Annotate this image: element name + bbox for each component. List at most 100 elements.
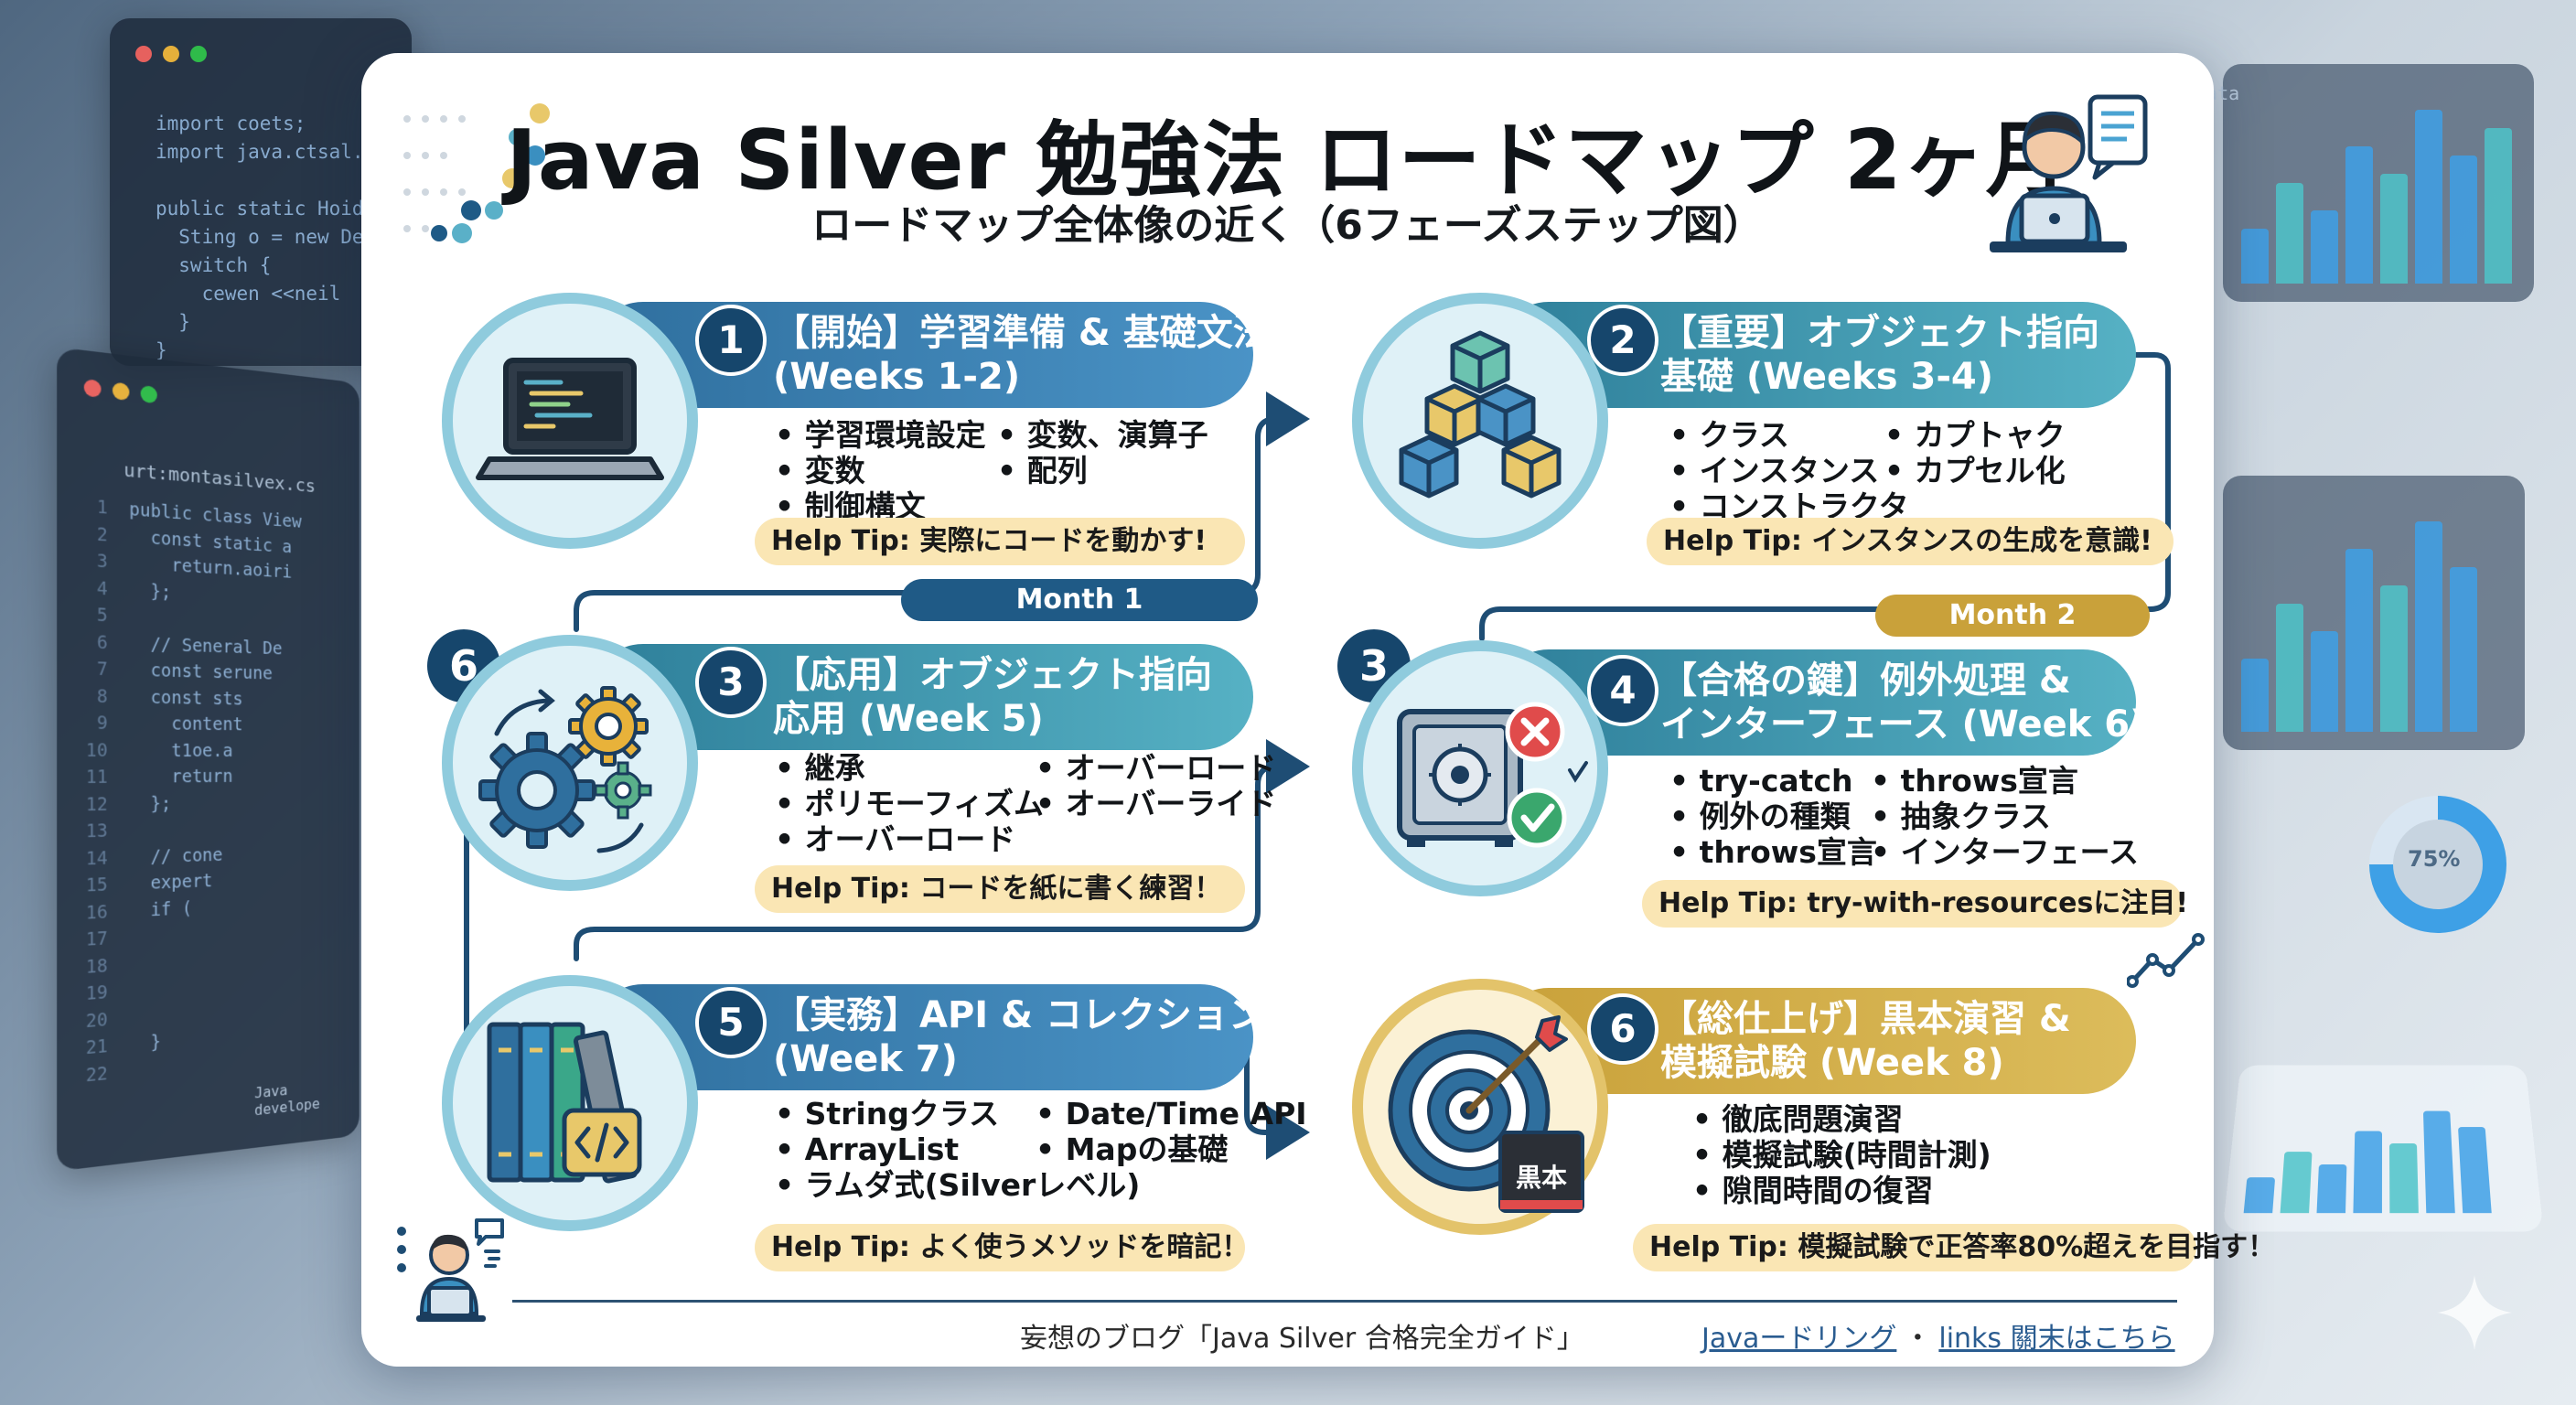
phase-2-help-tip: Help Tip: インスタンスの生成を意識! (1647, 518, 2174, 565)
phase-6-help-tip: Help Tip: 模擬試験で正答率80%超えを目指す！ (1633, 1224, 2275, 1271)
phase-3-list-col2: オーバーロード オーバーライド (1036, 750, 1277, 821)
window-dots (83, 379, 168, 409)
list-item: オーバーロード (1036, 750, 1277, 786)
list-item: クラス (1669, 417, 1909, 453)
footer-divider (512, 1300, 2177, 1303)
sparkle-icon (2437, 1275, 2512, 1350)
bg-donut-text: 75% (2408, 846, 2461, 872)
phase-4-help-tip: Help Tip: try-with-resourcesに注目! (1642, 880, 2188, 928)
month-2-label: Month 2 (1875, 595, 2150, 637)
bg-bar (2380, 174, 2408, 284)
safe-icon (1397, 702, 1588, 848)
phase-4-list-col2: throws宣言 抽象クラス インターフェース (1871, 763, 2139, 870)
list-item: ポリモーフィズム (775, 786, 1044, 821)
list-item: 学習環境設定 (775, 417, 986, 453)
bg-url-label: urt:montasilvex.cs (123, 458, 316, 498)
phase-4-number: 4 (1587, 655, 1658, 726)
bg-editor-laptop: urt:montasilvex.cs 1 public class View 2… (57, 347, 360, 1172)
footer-separator: ・ (1904, 1323, 1932, 1355)
list-item: 継承 (775, 750, 1044, 786)
phase-4-icon-circle (1352, 640, 1608, 896)
bg-code-line: import java.ctsal.co (156, 141, 387, 163)
window-dots (135, 46, 218, 66)
bg-bar (2241, 659, 2269, 732)
month-1-label: Month 1 (901, 579, 1258, 621)
person-laptop-icon (1990, 94, 2148, 252)
bg-bar (2450, 156, 2477, 284)
phase-6-number: 6 (1587, 993, 1658, 1065)
phase-5-list-col2: Date/Time API Mapの基礎 (1036, 1096, 1307, 1167)
bg-bar (2415, 521, 2442, 732)
phase-4-list-col1: try-catch 例外の種類 throws宣言 (1669, 763, 1877, 870)
bg-footer-label: Java develope (254, 1081, 320, 1120)
trend-line-icon (2127, 933, 2205, 988)
phase-1-title: 【開始】学習準備 & 基礎文法(Weeks 1-2) (773, 312, 1270, 398)
phase-5-number: 5 (695, 987, 767, 1058)
list-item: 抽象クラス (1871, 799, 2139, 834)
page-title: Java Silver 勉強法 ロードマップ 2ヶ月 (506, 113, 2069, 209)
list-item: 配列 (997, 453, 1208, 488)
phase-2-title: 【重要】オブジェクト指向基礎 (Weeks 3-4) (1660, 312, 2099, 398)
list-item: ラムダ式(Silverレベル) (775, 1167, 1141, 1203)
phase-3-icon-circle (442, 635, 698, 891)
bg-bar (2458, 1127, 2492, 1214)
footer-links: Javaードリング・links 關末はこちら (1701, 1315, 2175, 1356)
bg-bar (2345, 549, 2373, 732)
phase-6-title: 【総仕上げ】黒本演習 &模擬試験 (Week 8) (1660, 998, 2071, 1084)
list-item: オーバーロード (775, 821, 1044, 857)
phase-1-list-col2: 変数、演算子 配列 (997, 417, 1208, 488)
list-item: Stringクラス (775, 1096, 1140, 1132)
phase-5-icon-circle (442, 975, 698, 1231)
list-item: throws宣言 (1871, 763, 2139, 799)
bg-code-line: switch { (156, 254, 272, 276)
list-item: 隙間時間の復習 (1692, 1173, 1991, 1208)
list-item: try-catch (1669, 763, 1877, 799)
footer-link-drill[interactable]: Javaードリング (1701, 1323, 1897, 1355)
bg-bar (2280, 1152, 2313, 1214)
bg-code-line: 12 }; (85, 792, 172, 815)
bg-code-line: } (156, 339, 167, 361)
phase-1-list-col1: 学習環境設定 変数 制御構文 (775, 417, 986, 524)
phase-6-list-col1: 徹底問題演習 模擬試験(時間計測) 隙間時間の復習 (1692, 1101, 1991, 1208)
bg-code-line: Sting o = new De (156, 226, 364, 248)
footer-blog-credit: 妄想のブログ「Java Silver 合格完全ガイド」 (1020, 1323, 1584, 1355)
phase-6-icon-circle: 黒本 (1352, 979, 1608, 1235)
phase-5-title: 【実務】API & コレクション(Week 7) (773, 994, 1265, 1080)
bg-bar (2276, 183, 2303, 284)
laptop-icon (476, 358, 664, 480)
list-item: カプトャク (1884, 417, 2066, 453)
decorative-dots-icon (403, 103, 550, 243)
list-item: Mapの基礎 (1036, 1132, 1307, 1167)
list-item: インターフェース (1871, 834, 2139, 870)
bg-code-line: } (156, 311, 190, 333)
bg-bar (2353, 1131, 2383, 1214)
bg-bar (2389, 1143, 2419, 1214)
page-subtitle: ロードマップ全体像の近く（6フェーズステップ図） (811, 202, 1764, 249)
bg-chart-panel-mid (2223, 476, 2525, 750)
list-item: 変数 (775, 453, 986, 488)
bg-code-line: public static HoidSe (156, 198, 387, 220)
bg-code-line: 8 const sts (85, 685, 243, 709)
bg-code-line: 9 content (85, 713, 243, 735)
bg-bar (2422, 1110, 2455, 1214)
phase-3-title: 【応用】オブジェクト指向応用 (Week 5) (773, 654, 1212, 740)
bg-code-left: 1 public class View 2 const static a 3 r… (86, 493, 302, 1089)
list-item: カプセル化 (1884, 453, 2066, 488)
phase-3-number: 3 (695, 647, 767, 718)
list-item: 徹底問題演習 (1692, 1101, 1991, 1137)
bg-donut-chart (2369, 796, 2506, 933)
floating-badge-3: 3 (1337, 629, 1411, 702)
bg-chart-panel-top: Data (2195, 64, 2534, 302)
black-book-label: 黒本 (1515, 1163, 1567, 1193)
footer-link-more[interactable]: links 關末はこちら (1938, 1323, 2175, 1355)
list-item: throws宣言 (1669, 834, 1877, 870)
phase-5-list-col1: Stringクラス ArrayList ラムダ式(Silverレベル) (775, 1096, 1141, 1203)
phase-3-list-col1: 継承 ポリモーフィズム オーバーロード (775, 750, 1044, 857)
phase-4-title: 【合格の鍵】例外処理 &インターフェース (Week 6) (1660, 660, 2147, 745)
bg-bar (2241, 229, 2269, 284)
bg-chart-panel-low (2222, 1065, 2544, 1232)
bg-bar (2380, 585, 2408, 732)
bg-bar (2311, 631, 2338, 732)
phase-2-number: 2 (1587, 305, 1658, 376)
phase-1-icon-circle (442, 293, 698, 549)
